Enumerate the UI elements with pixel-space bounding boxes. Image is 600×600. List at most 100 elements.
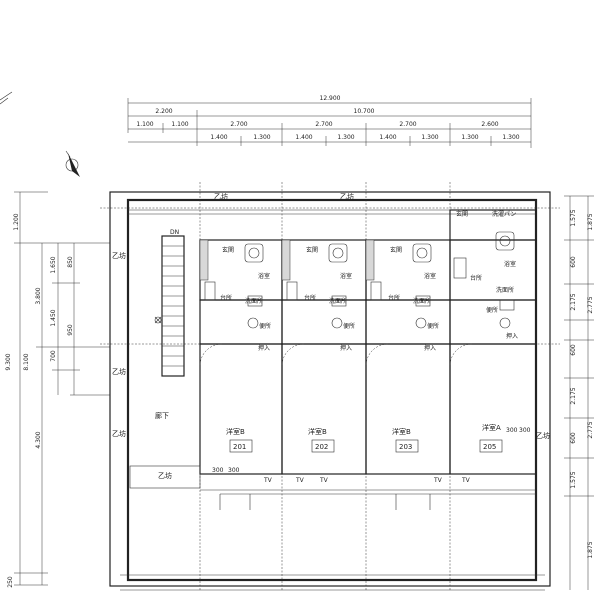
dim-left-c2: 1.450 — [50, 309, 57, 326]
unit-205-genkan: 玄関 — [456, 210, 468, 218]
building-outline — [109, 191, 551, 591]
unit-205-tv: TV — [461, 477, 471, 484]
unit-205-benjo: 便所 — [486, 306, 498, 314]
bottom-otsubo: 乙坊 — [158, 471, 172, 480]
unit-202-daidokoro: 台所 — [304, 294, 316, 302]
unit-202-tv: TV — [295, 477, 305, 484]
dim-left-total: 9.300 — [5, 353, 12, 370]
dim-top-r3-1: 1.100 — [136, 121, 153, 128]
dim-right-a2: 2.775 — [587, 296, 594, 313]
north-arrow-icon — [65, 150, 80, 177]
dim-top-r4-7: 1.300 — [461, 134, 478, 141]
unit-202-yokushitsu: 浴室 — [340, 272, 352, 280]
unit-201-room-type: 洋室B — [226, 427, 245, 436]
dim-top-right: 10.700 — [354, 108, 375, 115]
unit-205: 玄関 洗濯パン 浴室 台所 洗面所 便所 押入 洋室A 205 300 300 … — [449, 209, 537, 484]
dim-left-b1: 3.800 — [35, 287, 42, 304]
dim-right-b6: 600 — [570, 432, 577, 444]
unit-202-benjo: 便所 — [343, 322, 355, 330]
dim-left-b2: 4.300 — [35, 431, 42, 448]
unit-205-small-1: 300 — [506, 427, 518, 434]
unit-205-yokushitsu: 浴室 — [504, 260, 516, 268]
unit-203-senmenjo: 洗面所 — [413, 297, 431, 305]
left-otsubo-2: 乙坊 — [112, 367, 126, 376]
dim-right-a3: 2.775 — [587, 421, 594, 438]
dim-right-b4: 600 — [570, 344, 577, 356]
dim-top-left: 2.200 — [155, 108, 172, 115]
unit-201-benjo: 便所 — [259, 322, 271, 330]
left-otsubo-3: 乙坊 — [112, 429, 126, 438]
balcony — [129, 465, 536, 510]
dim-top-r4-8: 1.300 — [502, 134, 519, 141]
dim-top-r4-4: 1.300 — [337, 134, 354, 141]
unit-203-number: 203 — [399, 443, 412, 451]
stair-dn-label: DN — [170, 229, 179, 236]
dim-top-r4-6: 1.300 — [421, 134, 438, 141]
dim-right-b1: 1.575 — [570, 209, 577, 226]
dim-left-a2: 8.100 — [23, 353, 30, 370]
dim-left-c1: 1.650 — [50, 256, 57, 273]
dim-top-r4-1: 1.400 — [210, 134, 227, 141]
dim-top-total: 12.900 — [320, 95, 341, 102]
dim-left-d1: 850 — [67, 256, 74, 268]
unit-202: 玄関 浴室 洗面所 台所 便所 押入 洋室B 202 TV — [281, 239, 367, 484]
unit-201-yokushitsu: 浴室 — [258, 272, 270, 280]
dim-top-r4-5: 1.400 — [379, 134, 396, 141]
unit-203: 玄関 浴室 洗面所 台所 便所 押入 洋室B 203 TV TV — [319, 239, 451, 484]
unit-203-genkan: 玄関 — [390, 246, 402, 254]
dim-left-c3: 700 — [50, 350, 57, 362]
unit-202-senmenjo: 洗面所 — [329, 297, 347, 305]
dim-left-d2: 950 — [67, 324, 74, 336]
dim-top-r3-4: 2.700 — [315, 121, 332, 128]
top-otsubo-2: 乙坊 — [340, 192, 354, 201]
unit-205-number: 205 — [483, 443, 496, 451]
corner-mark — [0, 91, 13, 105]
drain-mark — [154, 316, 162, 324]
dim-right-b2: 600 — [570, 256, 577, 268]
unit-201-number: 201 — [233, 443, 246, 451]
unit-202-room-type: 洋室B — [308, 427, 327, 436]
unit-203-tv-2: TV — [433, 477, 443, 484]
unit-201-oshiire: 押入 — [258, 344, 270, 352]
unit-201: 玄関 浴室 洗面所 台所 便所 押入 洋室B 201 TV — [199, 239, 283, 484]
staircase: DN — [161, 229, 185, 377]
unit-202-genkan: 玄関 — [306, 246, 318, 254]
dim-top-r4-3: 1.400 — [295, 134, 312, 141]
unit-201-tv: TV — [263, 477, 273, 484]
dim-left-a1: 1.200 — [13, 213, 20, 230]
unit-203-benjo: 便所 — [427, 322, 439, 330]
dim-left-a3: 250 — [7, 576, 14, 588]
dim-right-b5: 2.175 — [570, 387, 577, 404]
unit-203-yokushitsu: 浴室 — [424, 272, 436, 280]
dim-top-r4-2: 1.300 — [253, 134, 270, 141]
dim-top-r3-3: 2.700 — [230, 121, 247, 128]
grid-lines — [100, 182, 560, 590]
unit-202-number: 202 — [315, 443, 328, 451]
dim-right-b3: 2.175 — [570, 293, 577, 310]
dim-top-r3-5: 2.700 — [399, 121, 416, 128]
bottom-small-2: 300 — [228, 467, 240, 474]
dim-top-r3-6: 2.600 — [481, 121, 498, 128]
dim-right-a1: 1.875 — [587, 213, 594, 230]
top-dimensions: 12.900 2.200 10.700 1.100 1.100 2.700 2.… — [127, 95, 532, 148]
left-dimensions: 9.300 1.200 8.100 250 3.800 4.300 1.650 … — [5, 191, 110, 588]
right-dimensions: 1.875 2.775 2.775 1.875 1.575 600 2.175 … — [564, 195, 594, 590]
unit-203-room-type: 洋室B — [392, 427, 411, 436]
unit-205-oshiire: 押入 — [506, 332, 518, 340]
dim-right-a4: 1.875 — [587, 541, 594, 558]
bottom-small-1: 300 — [212, 467, 224, 474]
left-otsubo-1: 乙坊 — [112, 251, 126, 260]
unit-203-daidokoro: 台所 — [388, 294, 400, 302]
top-otsubo-1: 乙坊 — [214, 192, 228, 201]
dim-right-b7: 1.575 — [570, 471, 577, 488]
dim-top-r3-2: 1.100 — [171, 121, 188, 128]
unit-203-tv-1: TV — [319, 477, 329, 484]
unit-203-oshiire: 押入 — [424, 344, 436, 352]
unit-205-senmenjo: 洗面所 — [496, 286, 514, 294]
unit-201-daidokoro: 台所 — [220, 294, 232, 302]
unit-202-oshiire: 押入 — [340, 344, 352, 352]
unit-205-small-2: 300 — [519, 427, 531, 434]
unit-205-room-type: 洋室A — [482, 423, 501, 432]
corridor-label: 廊下 — [155, 411, 169, 420]
